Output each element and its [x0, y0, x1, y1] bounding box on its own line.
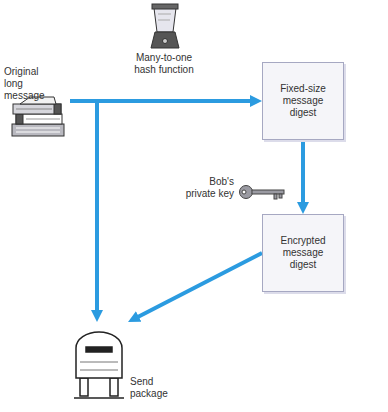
- mailbox-icon: [74, 332, 124, 398]
- flow-arrow: [138, 253, 262, 317]
- key-icon: [240, 186, 285, 200]
- process-box: Fixed-size message digest: [262, 62, 344, 140]
- flow-arrow: [301, 140, 305, 203]
- node-text: Send package: [130, 376, 174, 400]
- node-text: Original long message: [4, 66, 56, 102]
- message-figure: Original long message: [4, 66, 70, 138]
- flow-arrow: [70, 101, 97, 311]
- node-text: Encrypted message digest: [271, 235, 335, 271]
- process-box: Encrypted message digest: [262, 214, 344, 292]
- blender-icon: [151, 4, 179, 48]
- node-text: Fixed-size message digest: [271, 83, 335, 119]
- hash-label: Many-to-one hash function: [124, 52, 204, 76]
- books-illustration: [12, 97, 64, 136]
- key-label: Bob's private key: [180, 176, 234, 200]
- mailbox-figure: Send package: [68, 322, 174, 406]
